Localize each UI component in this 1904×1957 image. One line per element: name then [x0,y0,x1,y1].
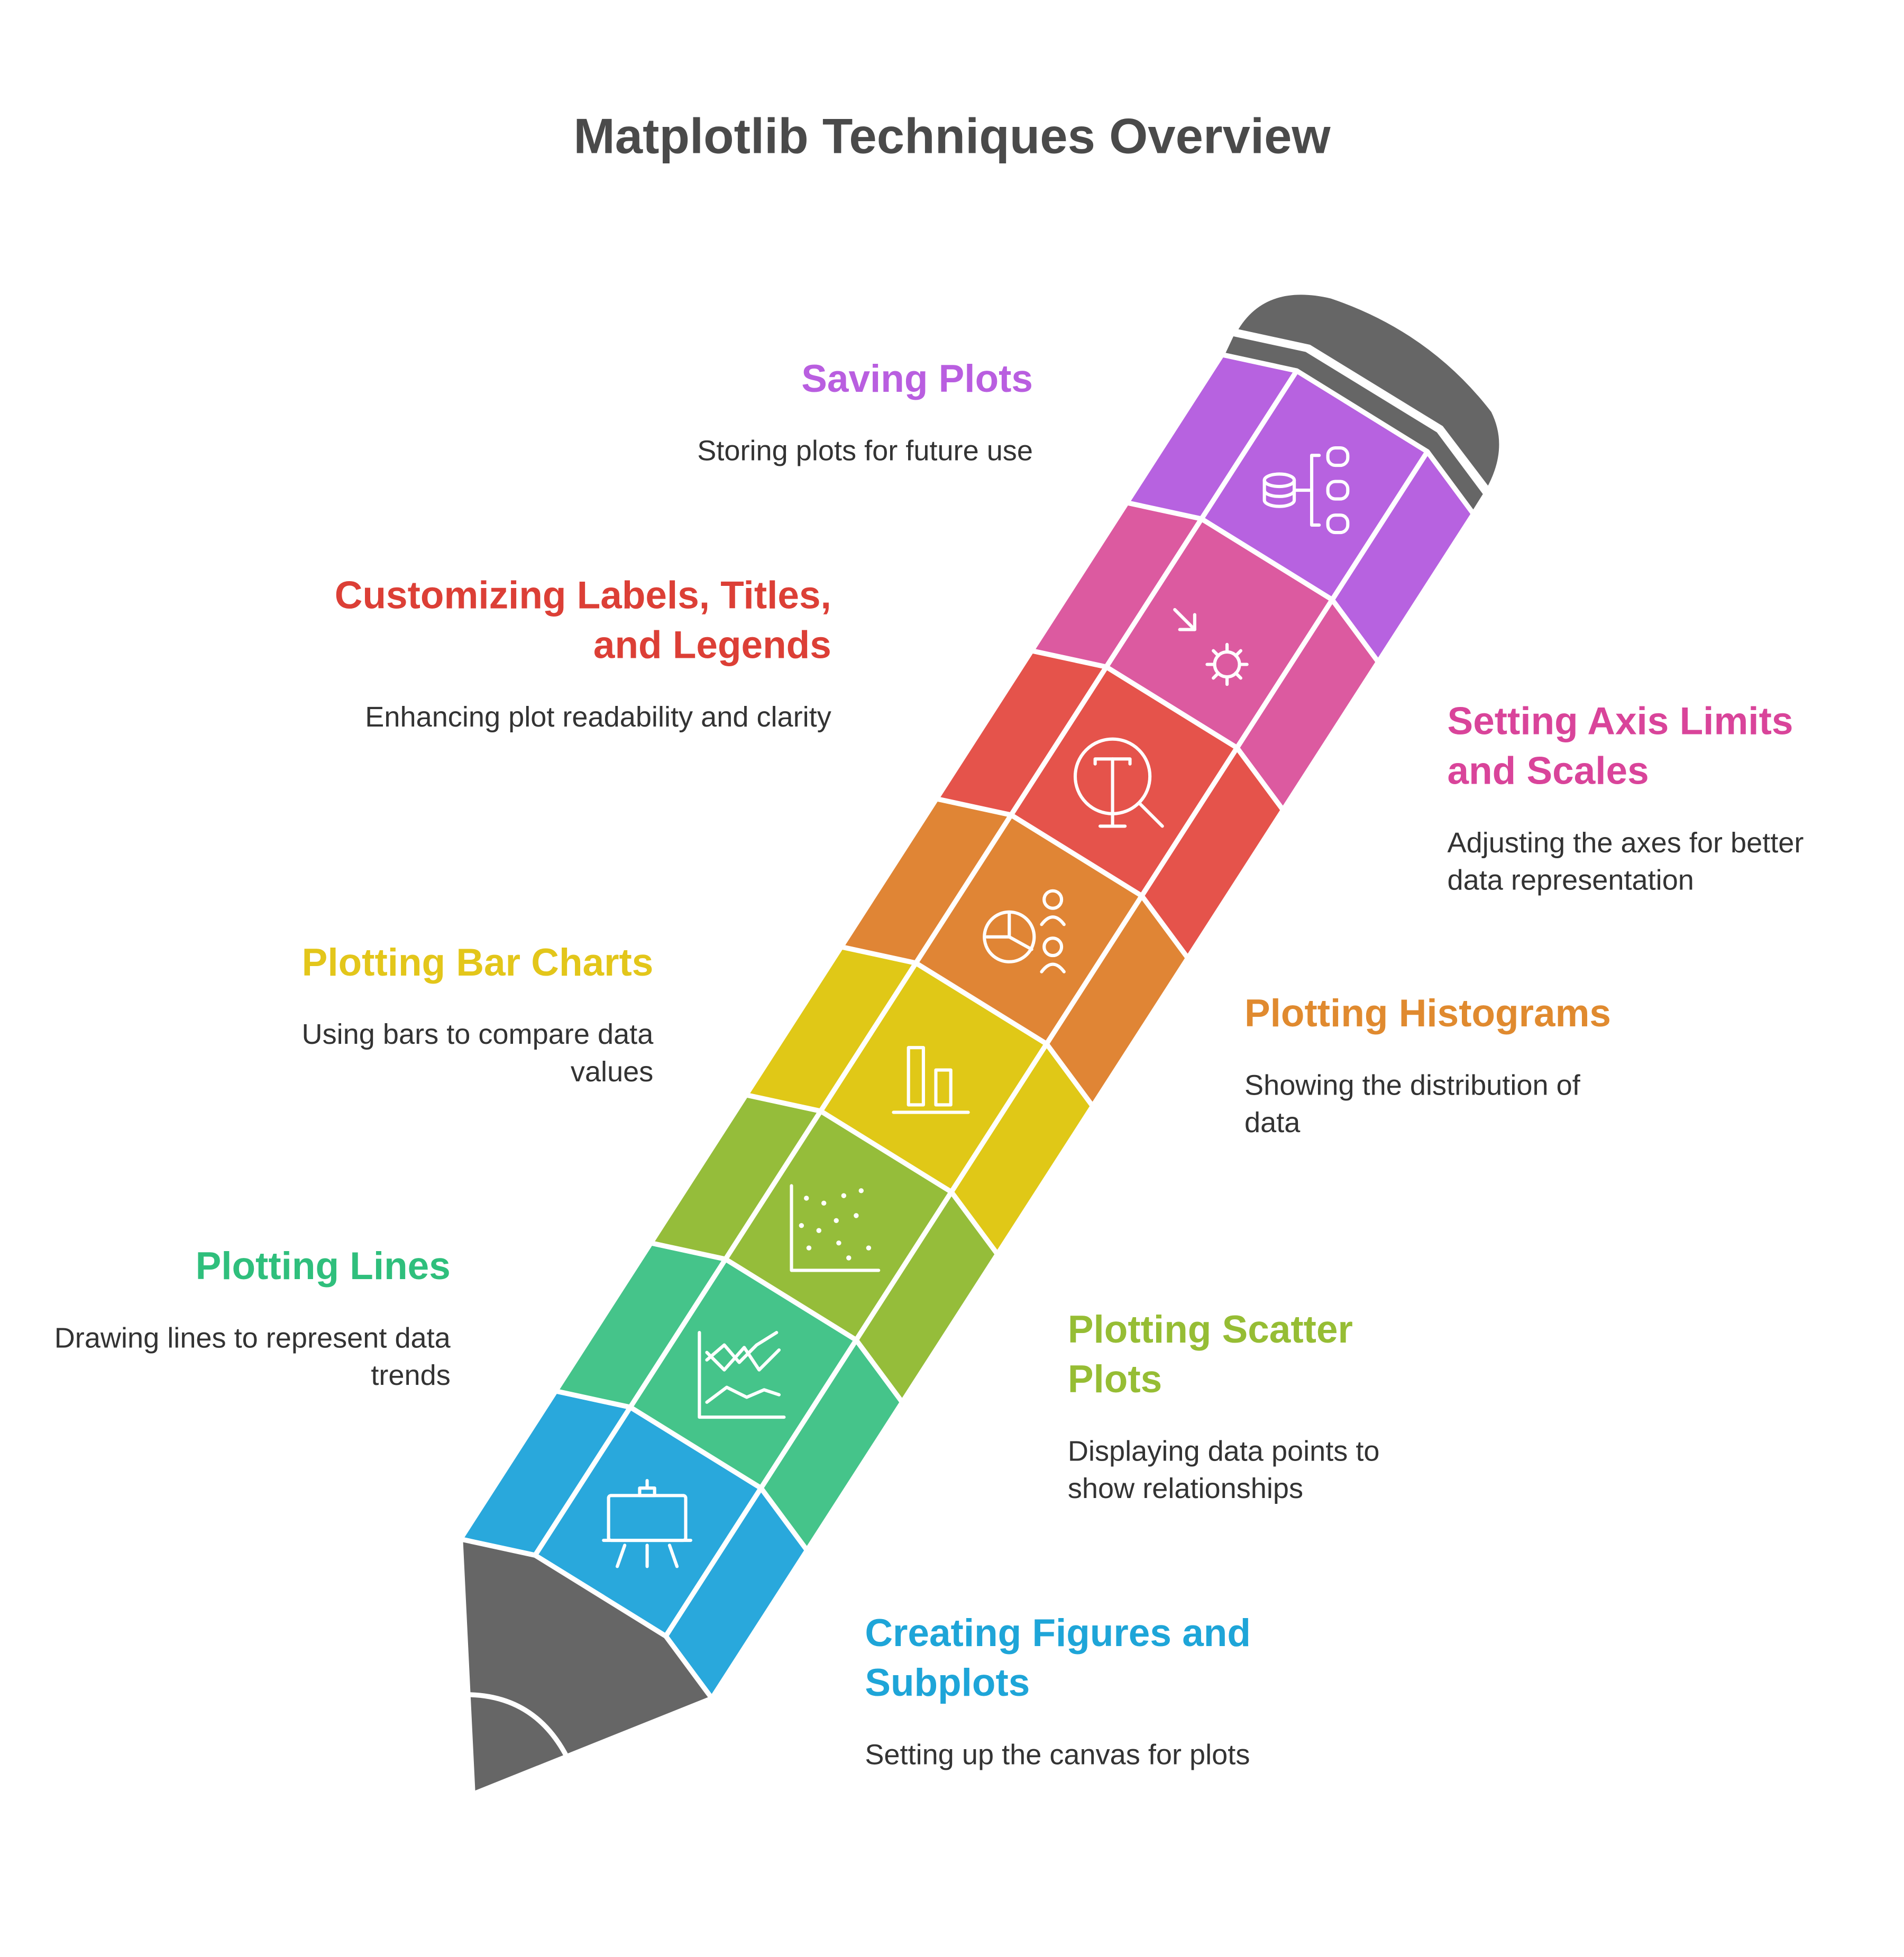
step-saving-plots: Saving Plots Storing plots for future us… [510,355,1033,469]
bar-chart-icon [892,1046,970,1114]
step-heading: Plotting Lines [195,1244,451,1288]
step-description: Enhancing plot readability and clarity [365,700,831,733]
step-plotting-lines: Plotting Lines Drawing lines to represen… [52,1242,451,1393]
pencil-tip [457,1536,715,1797]
step-heading: Saving Plots [801,357,1033,401]
step-description: Drawing lines to represent data trends [54,1321,451,1391]
step-description: Using bars to compare data values [301,1017,654,1088]
text-search-icon [1073,737,1164,828]
pencil-tip-curve [465,1692,570,1759]
step-axis-limits: Setting Axis Limits and Scales Adjusting… [1448,697,1833,898]
step-heading: Plotting Scatter Plots [1067,1308,1353,1401]
line-chart-icon [698,1331,786,1419]
step-heading: Plotting Histograms [1244,991,1611,1035]
step-heading: Creating Figures and Subplots [865,1611,1251,1705]
page-title: Matplotlib Techniques Overview [573,109,1331,164]
step-bar-charts: Plotting Bar Charts Using bars to compar… [230,938,653,1090]
pencil-segment [1124,352,1476,665]
pencil-segment [1029,500,1381,813]
pencil-segment [838,796,1191,1109]
presentation-board-icon [602,1479,692,1568]
step-description: Displaying data points to show relations… [1067,1435,1380,1504]
step-description: Storing plots for future use [697,434,1033,467]
step-heading: Customizing Labels, Titles, and Legends [334,573,831,667]
step-description: Adjusting the axes for better data repre… [1447,826,1804,896]
arrow-burst-icon [1173,608,1249,686]
pencil-segment [553,1240,905,1553]
step-description: Setting up the canvas for plots [865,1738,1250,1771]
pencil-eraser [1232,289,1504,493]
step-customizing-labels: Customizing Labels, Titles, and Legends … [309,571,831,736]
database-hierarchy-icon [1262,446,1350,535]
step-histograms: Plotting Histograms Showing the distribu… [1244,989,1643,1141]
step-description: Showing the distribution of data [1244,1069,1580,1138]
pie-chart-people-icon [983,889,1066,973]
step-creating-figures: Creating Figures and Subplots Setting up… [865,1609,1275,1773]
step-scatter-plots: Plotting Scatter Plots Displaying data p… [1068,1305,1441,1506]
step-heading: Setting Axis Limits and Scales [1447,699,1793,793]
scatter-plot-icon [790,1184,881,1272]
pencil-ferrule [1219,330,1489,517]
step-heading: Plotting Bar Charts [301,940,654,985]
